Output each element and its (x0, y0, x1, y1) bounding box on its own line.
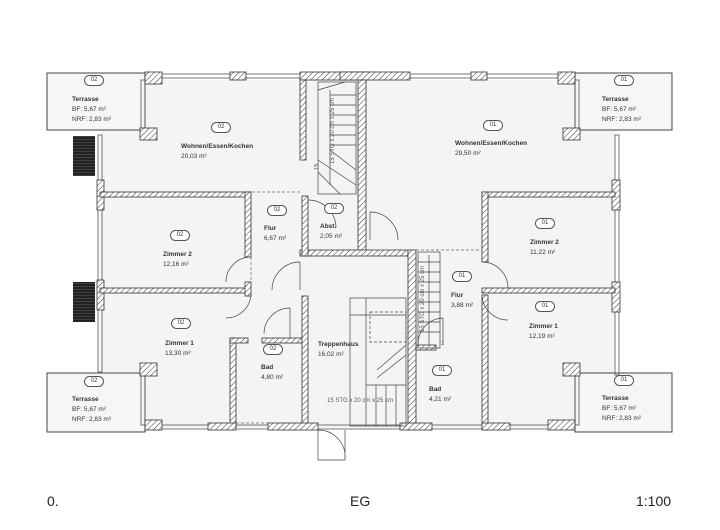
scale: 1:100 (636, 493, 672, 509)
room-label: Flur 6,67 m² (264, 224, 286, 244)
room-unit-badge: 02 (211, 122, 231, 133)
terrace-label: Terrasse BF: 5,67 m² NRF: 2,83 m² (72, 95, 111, 125)
stair-right-label: 15 STG x 20 cm x 25 cm (420, 265, 427, 333)
terrace-name: Terrasse (602, 96, 629, 103)
room-name: Zimmer 2 (530, 239, 559, 246)
room-area: 4,21 m² (429, 396, 452, 403)
room-area: 2,05 m² (320, 233, 343, 240)
room-unit-badge: 02 (170, 230, 190, 241)
floor-name: EG (350, 493, 371, 509)
room-label: Wohnen/Essen/Kochen 20,03 m² (181, 142, 253, 162)
room-label: Treppenhaus 16,02 m² (318, 340, 358, 360)
room-unit-badge: 02 (171, 318, 191, 329)
room-label: Zimmer 2 11,22 m² (530, 238, 559, 258)
terrace-unit-badge: 02 (84, 376, 104, 387)
room-name: Wohnen/Essen/Kochen (455, 140, 528, 147)
room-name: Treppenhaus (318, 341, 359, 348)
floor-index: 0. (47, 493, 59, 509)
room-name: Wohnen/Essen/Kochen (181, 143, 254, 150)
room-label: Bad 4,21 m² (429, 385, 451, 405)
walls (96, 71, 621, 431)
room-area: 11,22 m² (530, 249, 556, 256)
terrace-name: Terrasse (602, 395, 629, 402)
terrace-label: Terrasse BF: 5,67 m² NRF: 2,83 m² (602, 95, 641, 125)
room-name: Flur (264, 225, 277, 232)
stair-main-label: 15 STG x 20 cm x 25 cm (327, 398, 394, 404)
opening-lines (236, 191, 482, 424)
stair-right (417, 251, 441, 349)
room-label: Zimmer 2 12,16 m² (163, 250, 192, 270)
terrace-bf: BF: 5,67 m² (72, 106, 106, 113)
room-area: 12,19 m² (529, 333, 555, 340)
room-area: 29,50 m² (455, 150, 481, 157)
terrace-name: Terrasse (72, 96, 99, 103)
terrace-nrf: NRF: 2,83 m² (72, 416, 112, 423)
room-unit-badge: 01 (535, 218, 555, 229)
stair-upper-left (317, 81, 357, 195)
radiator-top (73, 136, 95, 176)
room-unit-badge: 02 (267, 205, 287, 216)
room-name: Zimmer 2 (163, 251, 192, 258)
terrace-bf: BF: 5,67 m² (602, 106, 636, 113)
room-name: Zimmer 1 (165, 340, 194, 347)
room-unit-badge: 01 (483, 120, 503, 131)
terrace-label: Terrasse BF: 5,67 m² NRF: 2,83 m² (602, 394, 641, 424)
room-area: 12,16 m² (163, 261, 189, 268)
terrace-bf: BF: 5,67 m² (602, 405, 636, 412)
stair-main (349, 297, 407, 427)
room-unit-badge: 01 (432, 365, 452, 376)
terrace-nrf: NRF: 2,83 m² (72, 116, 112, 123)
terrace-unit-badge: 02 (84, 75, 104, 86)
room-name: Bad (261, 364, 274, 371)
terrace-unit-badge: 01 (614, 75, 634, 86)
room-area: 16,02 m² (318, 351, 344, 358)
room-unit-badge: 02 (263, 344, 283, 355)
terrace-bf: BF: 5,67 m² (72, 406, 106, 413)
room-label: Zimmer 1 12,19 m² (529, 322, 558, 342)
radiator-bottom (73, 282, 95, 322)
room-label: Abst. 2,05 m² (320, 222, 342, 242)
room-area: 4,80 m² (261, 374, 284, 381)
terrace-nrf: NRF: 2,83 m² (602, 116, 642, 123)
room-label: Bad 4,80 m² (261, 363, 283, 383)
room-area: 20,03 m² (181, 153, 207, 160)
room-name: Flur (451, 292, 464, 299)
stair-step-1: 1 (441, 341, 445, 347)
terrace-nrf: NRF: 2,83 m² (602, 415, 642, 422)
room-unit-badge: 01 (535, 301, 555, 312)
room-unit-badge: 02 (324, 203, 344, 214)
room-area: 6,67 m² (264, 235, 287, 242)
terrace-unit-badge: 01 (614, 375, 634, 386)
terrace-label: Terrasse BF: 5,67 m² NRF: 2,83 m² (72, 395, 111, 425)
room-area: 3,88 m² (451, 302, 474, 309)
room-area: 13,30 m² (165, 350, 191, 357)
terrace-name: Terrasse (72, 396, 99, 403)
room-name: Abst. (320, 223, 337, 230)
stair-upper-label: 15 STG x 20 cm x 25 cm (330, 97, 337, 165)
room-label: Wohnen/Essen/Kochen 29,50 m² (455, 139, 527, 159)
room-name: Bad (429, 386, 442, 393)
room-unit-badge: 01 (452, 271, 472, 282)
room-name: Zimmer 1 (529, 323, 558, 330)
room-label: Flur 3,88 m² (451, 291, 473, 311)
room-label: Zimmer 1 13,30 m² (165, 339, 194, 359)
stair-step-15: 15 (314, 163, 321, 171)
